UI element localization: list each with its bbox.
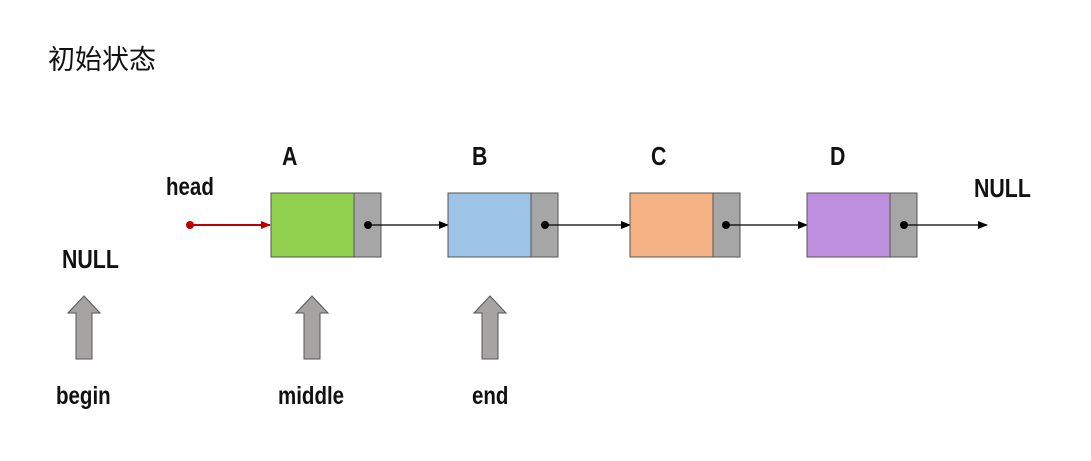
node-d bbox=[806, 192, 918, 258]
head-label: head bbox=[166, 173, 214, 201]
end-label: end bbox=[472, 382, 509, 410]
node-c-data bbox=[629, 192, 714, 258]
end-up-arrow-icon bbox=[472, 295, 508, 360]
node-a bbox=[270, 192, 382, 258]
node-b-label: B bbox=[472, 141, 488, 171]
node-c-label: C bbox=[651, 141, 667, 171]
node-d-data bbox=[806, 192, 891, 258]
null-end-label: NULL bbox=[974, 173, 1031, 203]
head-pointer bbox=[186, 221, 271, 229]
begin-up-arrow-icon bbox=[66, 295, 102, 360]
null-start-label: NULL bbox=[62, 244, 119, 274]
middle-label: middle bbox=[278, 382, 345, 410]
node-b bbox=[447, 192, 559, 258]
node-a-label: A bbox=[282, 141, 298, 171]
middle-up-arrow-icon bbox=[294, 295, 330, 360]
node-d-label: D bbox=[830, 141, 846, 171]
node-b-data bbox=[447, 192, 532, 258]
node-c bbox=[629, 192, 741, 258]
node-a-data bbox=[270, 192, 355, 258]
diagram-title: 初始状态 bbox=[48, 45, 156, 76]
begin-label: begin bbox=[56, 382, 111, 410]
head-dot bbox=[186, 221, 194, 229]
